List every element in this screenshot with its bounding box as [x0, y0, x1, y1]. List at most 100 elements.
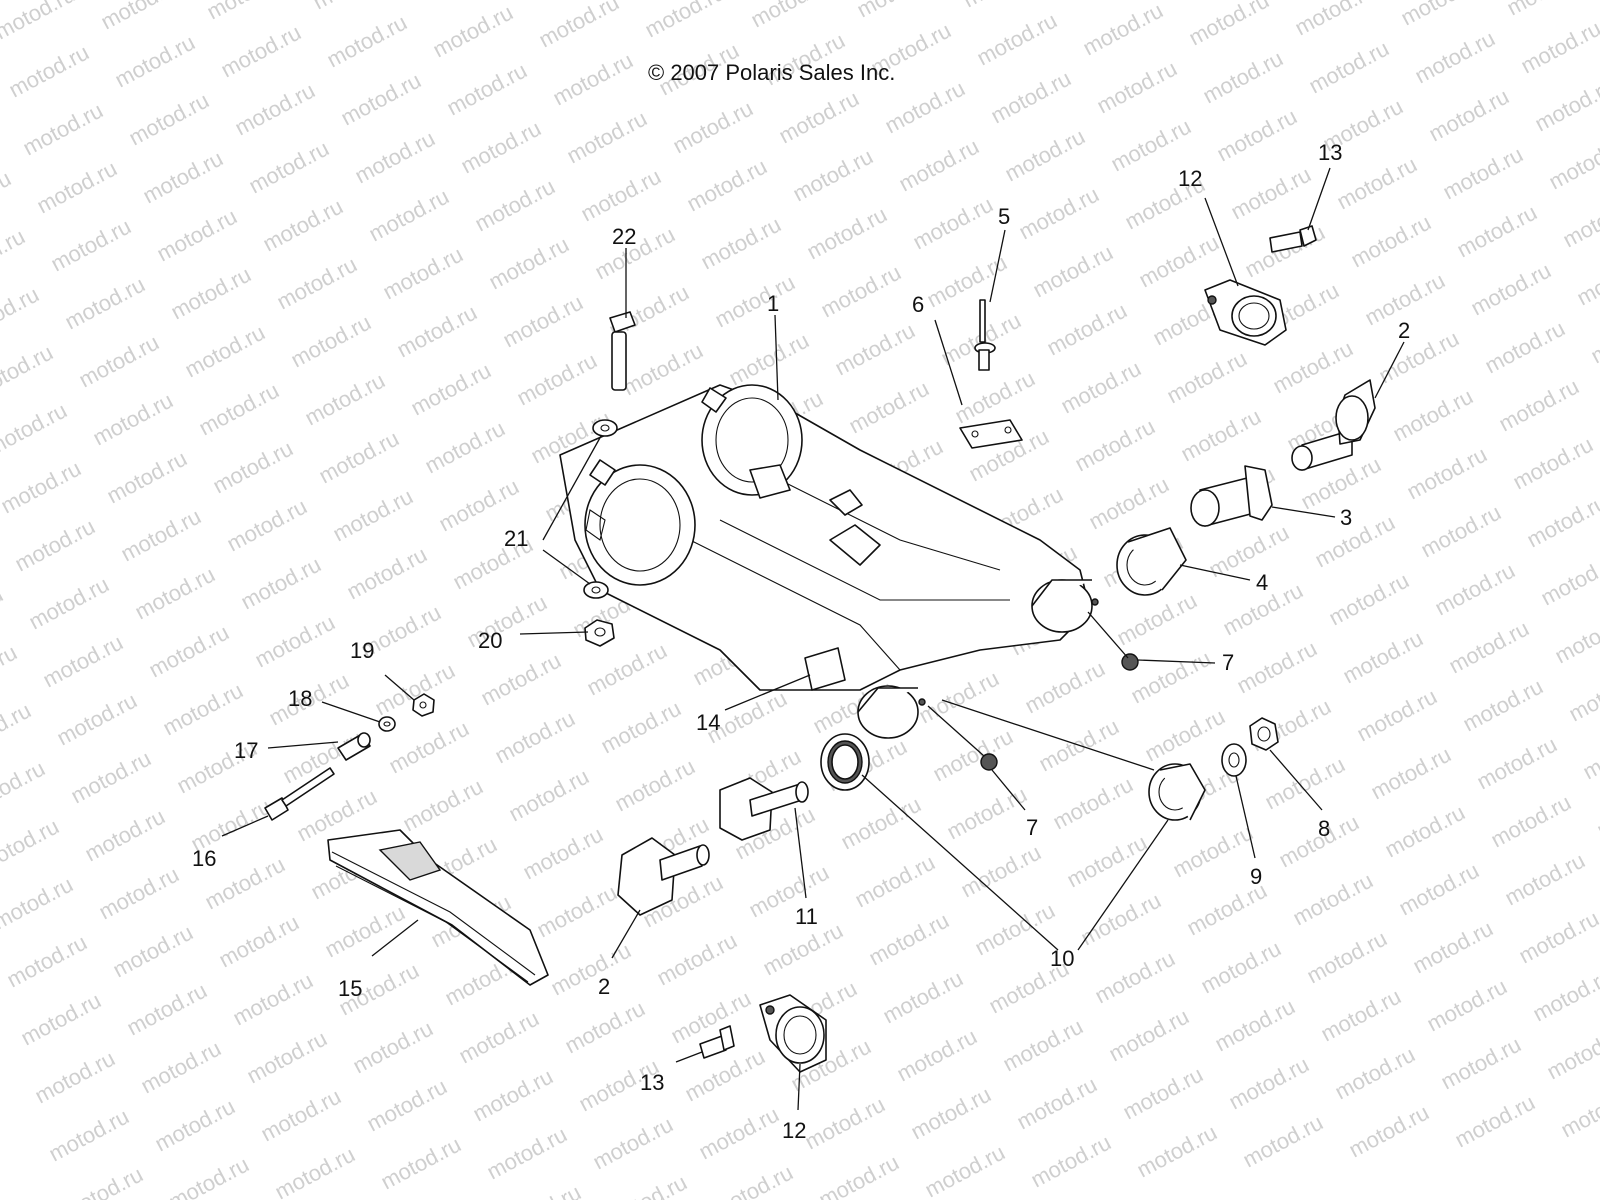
- watermark-text: motod.ru: [67, 746, 155, 809]
- watermark-text: motod.ru: [1573, 248, 1600, 311]
- bushing-11: [719, 777, 809, 841]
- bushing-3: [1190, 465, 1273, 527]
- watermark-text: motod.ru: [1587, 306, 1600, 369]
- watermark-text: motod.ru: [1291, 0, 1379, 40]
- watermark-text: motod.ru: [315, 426, 403, 489]
- watermark-text: motod.ru: [1417, 500, 1505, 563]
- watermark-text: motod.ru: [831, 318, 919, 381]
- callout-16: 16: [192, 846, 216, 871]
- watermark-text: motod.ru: [1409, 916, 1497, 979]
- watermark-text: motod.ru: [229, 968, 317, 1031]
- watermark-text: motod.ru: [1225, 1052, 1313, 1115]
- watermark-text: motod.ru: [1411, 26, 1499, 89]
- leader-lines: [221, 167, 1405, 1111]
- watermark-text: motod.ru: [399, 774, 487, 837]
- watermark-text: motod.ru: [641, 0, 729, 42]
- watermark-text: motod.ru: [53, 688, 141, 751]
- watermark-text: motod.ru: [1135, 230, 1223, 293]
- watermark-text: motod.ru: [1367, 742, 1455, 805]
- watermark-text: motod.ru: [0, 282, 43, 345]
- watermark-text: motod.ru: [1375, 326, 1463, 389]
- watermark-text: motod.ru: [519, 822, 607, 885]
- callout-2-bottom: 2: [598, 974, 610, 999]
- watermark-text: motod.ru: [217, 20, 305, 83]
- watermark-text: motod.ru: [203, 0, 291, 24]
- watermark-text: motod.ru: [611, 754, 699, 817]
- watermark-text: motod.ru: [471, 174, 559, 237]
- watermark-text: motod.ru: [1425, 84, 1513, 147]
- watermark-text: motod.ru: [0, 166, 15, 229]
- watermark-text: motod.ru: [973, 8, 1061, 71]
- washer-9: [1221, 743, 1247, 777]
- watermark-text: motod.ru: [59, 1162, 147, 1200]
- watermark-text: motod.ru: [577, 164, 665, 227]
- watermark-text: motod.ru: [669, 96, 757, 159]
- watermark-text: motod.ru: [483, 1122, 571, 1185]
- watermark-text: motod.ru: [429, 0, 517, 62]
- watermark-text: motod.ru: [1141, 704, 1229, 767]
- watermark-text: motod.ru: [415, 0, 503, 4]
- grease-fitting-7-center: [980, 753, 998, 771]
- callout-3: 3: [1340, 505, 1352, 530]
- watermark-text: motod.ru: [1085, 472, 1173, 535]
- watermark-text: motod.ru: [1445, 616, 1533, 679]
- watermark-text: motod.ru: [1523, 490, 1600, 553]
- watermark-text: motod.ru: [1241, 220, 1329, 283]
- watermark-text: motod.ru: [89, 388, 177, 451]
- watermark-text: motod.ru: [803, 202, 891, 265]
- watermark-text: motod.ru: [1529, 964, 1600, 1027]
- watermark-text: motod.ru: [19, 98, 107, 161]
- watermark-text: motod.ru: [3, 930, 91, 993]
- watermark-text: motod.ru: [789, 144, 877, 207]
- watermark-text: motod.ru: [167, 262, 255, 325]
- watermark-text: motod.ru: [1105, 1004, 1193, 1067]
- watermark-text: motod.ru: [385, 716, 473, 779]
- watermark-text: motod.ru: [407, 358, 495, 421]
- watermark-text: motod.ru: [505, 764, 593, 827]
- watermark-text: motod.ru: [1015, 182, 1103, 245]
- slide-rail-15: [327, 829, 549, 986]
- watermark-text: motod.ru: [589, 1112, 677, 1175]
- watermark-text: motod.ru: [801, 1092, 889, 1155]
- callout-20: 20: [478, 628, 502, 653]
- callout-13-top: 13: [1318, 140, 1342, 165]
- watermark-text: motod.ru: [0, 0, 79, 44]
- watermark-text: motod.ru: [597, 696, 685, 759]
- bolt-13-top: [1269, 225, 1317, 253]
- watermark-text: motod.ru: [1517, 16, 1600, 79]
- watermark-text: motod.ru: [1509, 432, 1597, 495]
- watermark-text: motod.ru: [0, 224, 29, 287]
- nut-19: [412, 693, 435, 717]
- watermark-text: motod.ru: [1001, 124, 1089, 187]
- watermark-text: motod.ru: [111, 30, 199, 93]
- watermark-text: motod.ru: [0, 698, 35, 761]
- watermark-text: motod.ru: [443, 58, 531, 121]
- watermark-text: motod.ru: [549, 48, 637, 111]
- watermark-text: motod.ru: [17, 988, 105, 1051]
- callout-8: 8: [1318, 816, 1330, 841]
- watermark-text: motod.ru: [1169, 820, 1257, 883]
- watermark-text: motod.ru: [25, 572, 113, 635]
- washer-21-upper: [592, 419, 618, 437]
- callout-2-top: 2: [1398, 318, 1410, 343]
- watermark-text: motod.ru: [243, 1026, 331, 1089]
- watermark-text: motod.ru: [1185, 0, 1273, 50]
- watermark-text: motod.ru: [0, 398, 71, 461]
- watermark-text: motod.ru: [583, 638, 671, 701]
- watermark-text: motod.ru: [1531, 74, 1600, 137]
- watermark-text: motod.ru: [709, 1160, 797, 1200]
- watermark-text: motod.ru: [47, 214, 135, 277]
- watermark-text: motod.ru: [907, 1082, 995, 1145]
- watermark-text: motod.ru: [123, 978, 211, 1041]
- watermark-text: motod.ru: [33, 156, 121, 219]
- watermark-text: motod.ru: [363, 1074, 451, 1137]
- watermark-text: motod.ru: [1127, 646, 1215, 709]
- watermark-text: motod.ru: [0, 456, 85, 519]
- callout-21: 21: [504, 526, 528, 551]
- bolt-16: [264, 767, 335, 821]
- watermark-text: motod.ru: [775, 86, 863, 149]
- watermark-text: motod.ru: [1043, 298, 1131, 361]
- watermark-text: motod.ru: [309, 0, 397, 14]
- watermark-text: motod.ru: [1439, 142, 1527, 205]
